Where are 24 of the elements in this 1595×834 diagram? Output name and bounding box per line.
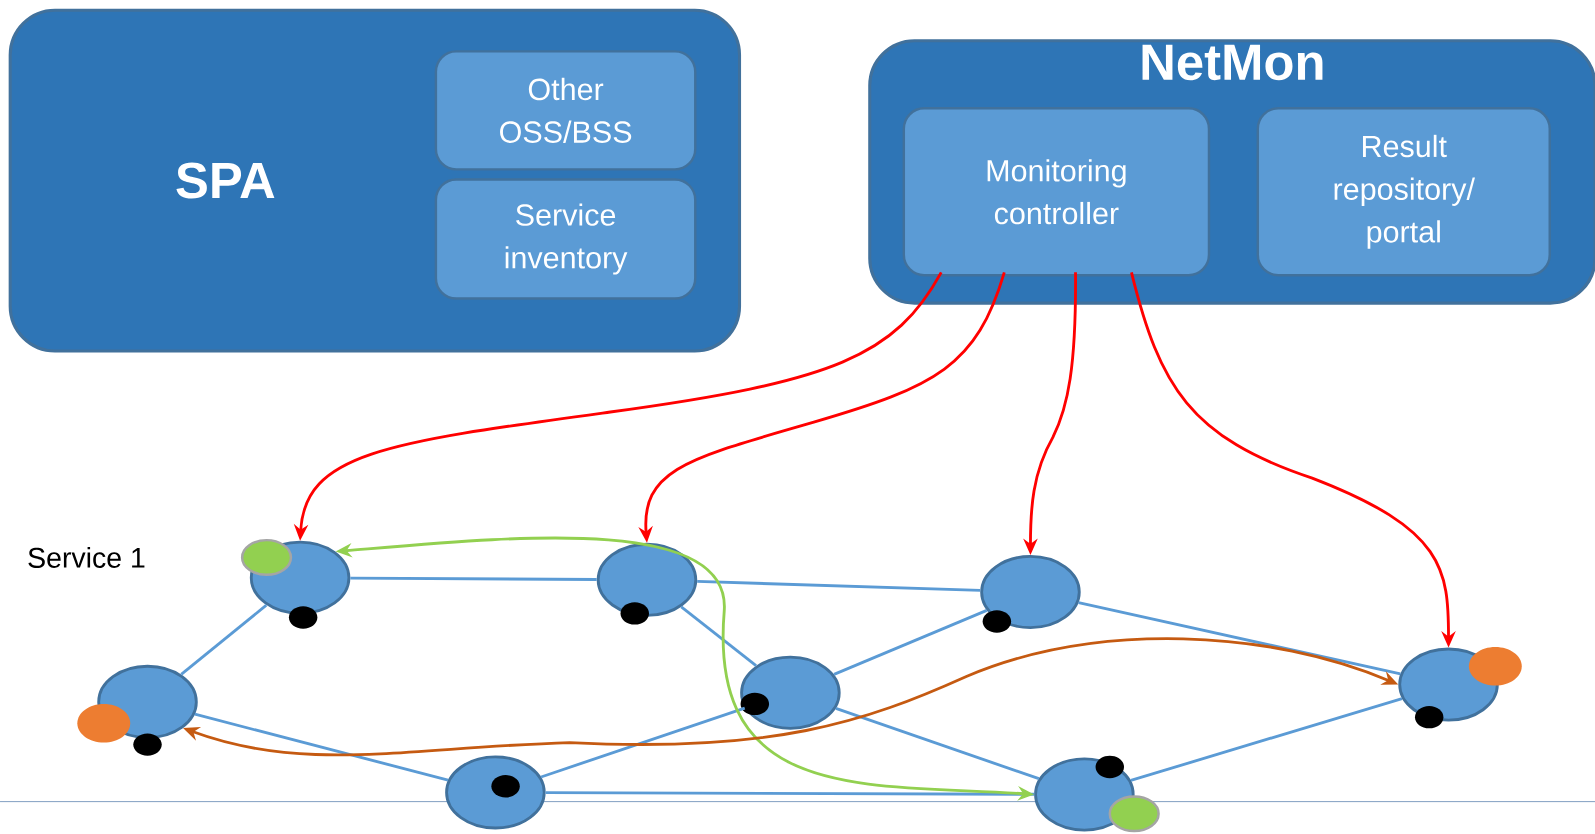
- network-link: [680, 605, 757, 667]
- network-link: [545, 791, 1035, 796]
- service-label: Service 1: [28, 546, 145, 568]
- network-link: [540, 706, 746, 779]
- network-node: [77, 664, 198, 756]
- network-link: [697, 579, 981, 592]
- network-link: [1130, 697, 1403, 782]
- network-node: [240, 538, 351, 629]
- network-link: [1078, 601, 1401, 676]
- network-node: [980, 554, 1081, 633]
- network-link: [835, 707, 1040, 780]
- component-box: Result repository/ portal: [1256, 107, 1551, 277]
- component-box: Other OSS/BSS: [434, 50, 697, 171]
- network-node: [740, 655, 841, 730]
- network-link: [350, 576, 597, 581]
- network-node: [1398, 646, 1522, 729]
- network-link: [180, 604, 268, 676]
- network-link: [194, 712, 449, 782]
- network-node: [1034, 755, 1160, 833]
- component-box: Monitoring controller: [902, 107, 1211, 277]
- network-link: [833, 608, 988, 676]
- network-node: [445, 755, 546, 830]
- network-node: [596, 542, 698, 625]
- component-box: Service inventory: [434, 178, 697, 300]
